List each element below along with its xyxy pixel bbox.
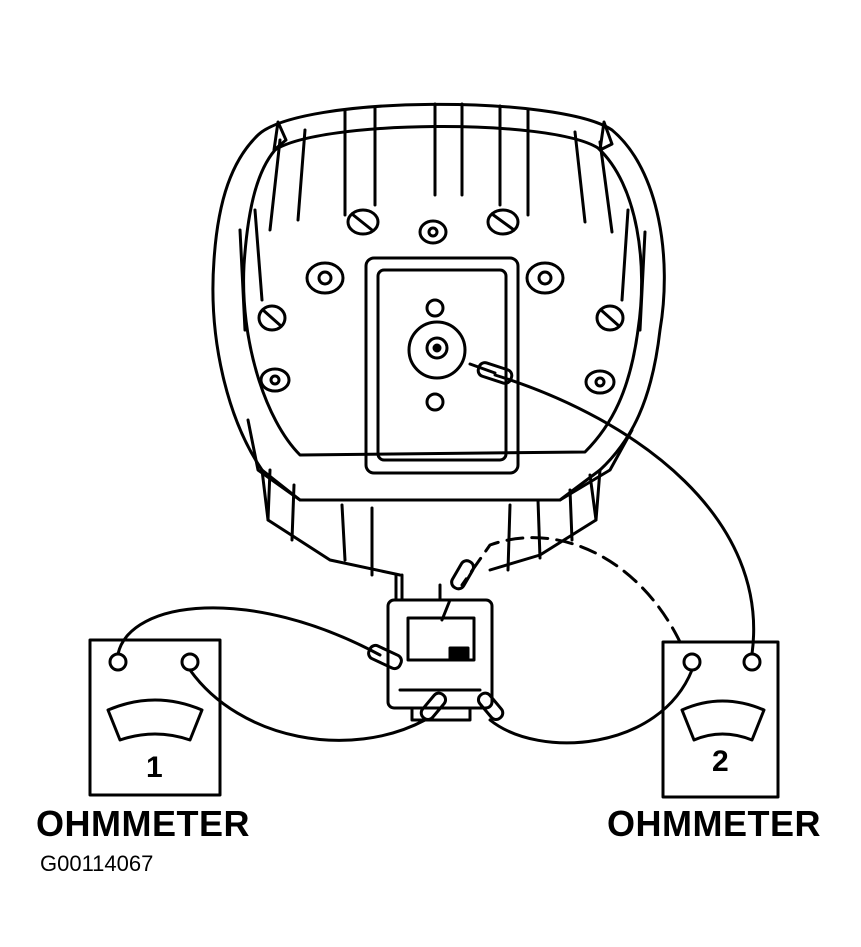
lower-tower — [568, 473, 598, 542]
meter-2-terminal-right — [742, 652, 762, 672]
center-terminal-contact — [425, 336, 449, 360]
terminal-screw — [259, 367, 291, 393]
probe-clip — [419, 691, 448, 722]
ohmmeter-2: 2 — [661, 640, 780, 799]
ohmmeter-1: 1 — [88, 638, 222, 797]
test-leads — [116, 361, 756, 745]
coil-connector — [386, 573, 494, 722]
plate-hole — [425, 392, 445, 412]
meter-2-terminal-left — [682, 652, 702, 672]
latch-clip — [598, 120, 614, 152]
ohmmeter-2-label: OHMMETER — [607, 803, 821, 844]
connector-window — [406, 616, 476, 662]
cap-inner-rim — [242, 124, 644, 457]
terminal-screw — [305, 261, 345, 295]
cap-outer-shell — [211, 102, 666, 502]
terminal-tower — [268, 128, 307, 232]
meter-1-dial — [106, 698, 204, 742]
meter-2-dial — [680, 699, 766, 742]
terminal-tower — [573, 130, 614, 234]
meter-2-lead-to-center — [493, 373, 756, 656]
probe-clip — [450, 559, 475, 591]
cap-base-flange — [246, 418, 634, 502]
terminal-screw — [584, 369, 616, 395]
plate-hole — [425, 298, 445, 318]
terminal-tower — [238, 208, 264, 332]
ohmmeter-1-label: OHMMETER — [36, 803, 250, 844]
distributor-cap — [211, 102, 666, 577]
terminal-screw — [346, 208, 380, 236]
meter-1-terminal-left — [108, 652, 128, 672]
terminal-screw — [486, 208, 520, 236]
meter-2-body — [661, 640, 780, 799]
probe-clip — [367, 643, 403, 671]
meter-1-body — [88, 638, 222, 797]
terminal-tower — [433, 102, 464, 197]
figure-id: G00114067 — [40, 851, 154, 876]
center-plate-inner — [376, 268, 508, 462]
terminal-screw — [257, 304, 287, 332]
meter-2-alternate-lead — [460, 536, 682, 644]
center-plate — [364, 256, 520, 475]
meter-1-lead-to-terminal — [188, 668, 427, 742]
terminal-screw — [418, 219, 448, 245]
latch-clip — [272, 120, 288, 152]
terminal-tower — [343, 106, 377, 217]
meter-1-lead-to-connector — [116, 606, 382, 657]
terminal-screw — [525, 261, 565, 295]
terminal-screw — [595, 304, 625, 332]
cap-lower-skirt — [260, 468, 602, 577]
probe-clip — [476, 691, 505, 722]
lower-tower — [266, 468, 296, 542]
meter-1-number: 1 — [146, 751, 163, 784]
lower-tower — [340, 503, 374, 577]
meter-1-terminal-right — [180, 652, 200, 672]
meter-2-number: 2 — [712, 745, 729, 778]
terminal-tower — [620, 208, 647, 332]
center-terminal — [407, 320, 467, 380]
lower-tower — [506, 498, 542, 572]
meter-2-lead-to-connector — [488, 668, 694, 745]
terminal-tower — [498, 104, 530, 217]
